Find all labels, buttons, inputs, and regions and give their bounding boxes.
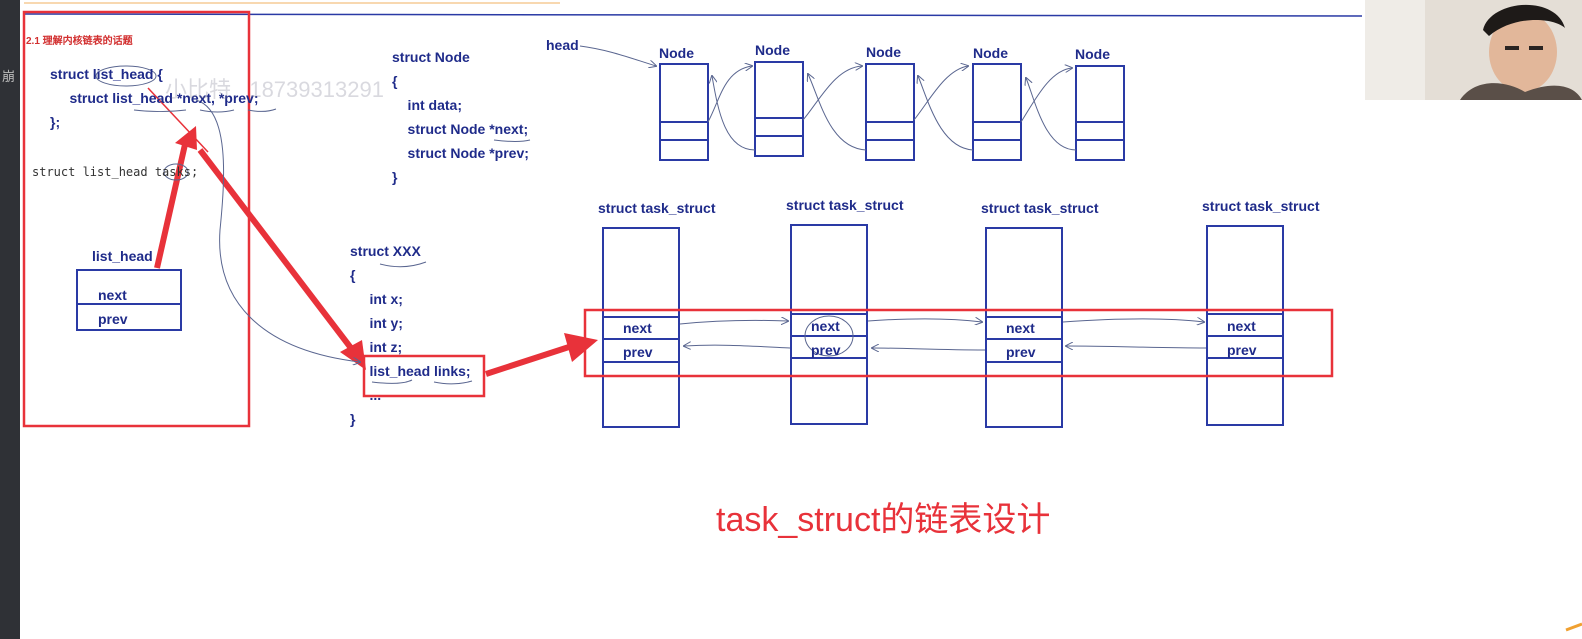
task-prev-field: prev [1006,344,1036,360]
underline [133,109,187,112]
task-struct-label: struct task_struct [786,197,904,213]
underline [379,261,427,268]
node-box [659,63,709,161]
list-head-def-line: struct list_head *next, *prev; [50,90,259,106]
slide-caption: task_struct的链表设计 [716,501,1051,539]
red-pointer-line [147,87,209,153]
list-head-prev-field: prev [98,311,128,327]
task-prev-field: prev [623,344,653,360]
red-arrow-up-head [175,126,197,150]
task-links [679,315,1207,357]
underline [371,379,413,384]
task-struct-box [790,224,868,425]
node-struct-line: struct Node *next; [392,121,529,137]
prev-link [684,345,791,348]
node-label: Node [866,44,901,60]
xxx-struct-line: struct XXX [350,243,421,259]
node-box [865,63,915,161]
underline [199,109,235,113]
xxx-struct-line: { [350,267,356,283]
xxx-struct-line: int z; [350,339,403,355]
node-struct-line: struct Node [392,49,470,65]
section-title: 2.1 理解内核链表的话题 [26,36,133,47]
node-link [1026,78,1077,151]
red-arrow-right-head [564,333,598,362]
list-head-label: list_head [92,248,153,264]
node-link [1020,68,1072,123]
task-next-field: next [1006,320,1035,336]
xxx-struct-line: int x; [350,291,403,307]
task-struct-label: struct task_struct [981,200,1099,216]
node-link [802,66,862,121]
node-struct-line: } [392,169,398,185]
task-prev-field: prev [1227,342,1257,358]
node-struct-line: { [392,73,398,89]
task-struct-box [985,227,1063,428]
tasks-declaration: struct list_head tasks; [32,165,199,179]
red-arrow-up [154,139,189,269]
next-link [1062,319,1204,322]
node-box [972,63,1022,161]
next-link [867,319,982,322]
xxx-struct-line: } [350,411,356,427]
underline [433,380,473,385]
long-curve [195,99,360,362]
tasks-circle [163,163,189,181]
annotation-strokes [95,65,531,385]
task-next-field: next [811,318,840,334]
links-highlight-box [362,354,486,398]
task-struct-label: struct task_struct [1202,198,1320,214]
list-head-def-line: }; [50,114,61,130]
node-label: Node [973,45,1008,61]
presenter-silhouette [1365,0,1582,100]
top-rule [23,13,1363,17]
list-head-box [76,269,182,331]
node-struct-line: int data; [392,97,462,113]
xxx-struct-line: ... [350,387,382,403]
task-struct-label: struct task_struct [598,200,716,216]
prev-link [1066,346,1207,348]
list-head-next-field: next [98,287,127,303]
head-arrow [579,45,656,66]
list-head-def-line: struct list_head { [50,66,163,82]
left-sidebar-strip: 崩 [0,0,20,639]
node-link [913,66,968,121]
next-prev-circle [804,315,854,357]
red-arrow-diagonal [197,148,357,354]
task-struct-box [602,227,680,428]
corner-mark [1565,622,1582,632]
node-link [808,74,867,151]
sidebar-glyph: 崩 [2,69,16,84]
task-next-field: next [1227,318,1256,334]
task-prev-field: prev [811,342,841,358]
task-next-field: next [623,320,652,336]
node-link [712,76,756,151]
red-arrow-right [485,343,573,377]
node-label: Node [1075,46,1110,62]
node-struct-line: struct Node *prev; [392,145,529,161]
watermark: 小比特 18739313291 [165,77,384,102]
underline [247,108,277,112]
node-boxes [659,61,1125,161]
xxx-struct-line: list_head links; [350,363,471,379]
next-link [679,320,788,324]
node-link [918,76,974,151]
node-link [707,66,752,123]
node-links [579,45,1077,151]
list-head-circle [95,65,157,87]
head-label: head [546,37,579,53]
node-box [754,61,804,157]
underline [493,139,531,142]
node-label: Node [755,42,790,58]
node-box [1075,65,1125,161]
node-label: Node [659,45,694,61]
xxx-struct-line: int y; [350,315,403,331]
webcam-overlay [1365,0,1582,100]
task-struct-boxes [602,224,1284,428]
prev-link [872,348,986,350]
task-struct-box [1206,225,1284,426]
